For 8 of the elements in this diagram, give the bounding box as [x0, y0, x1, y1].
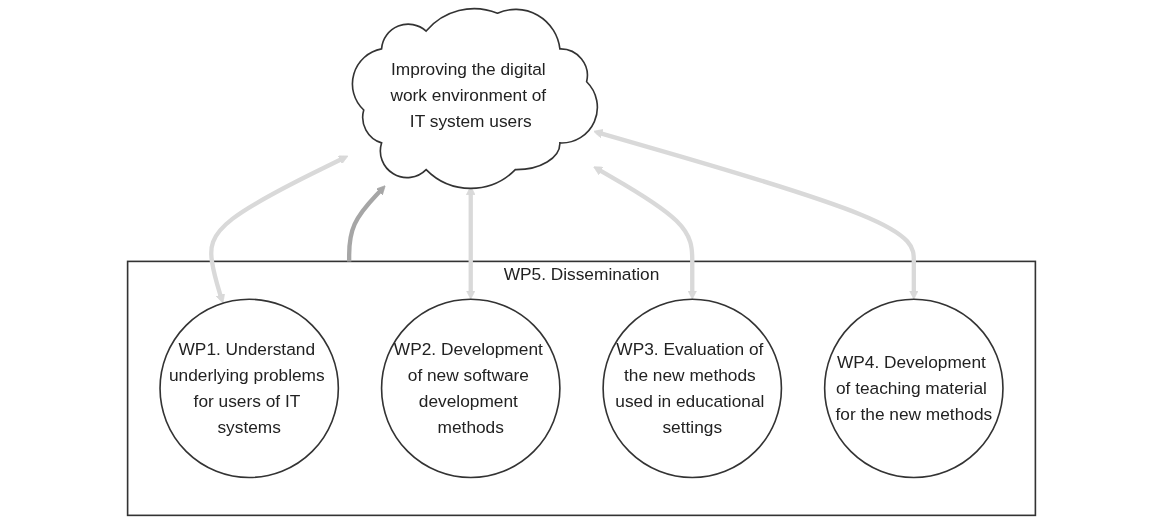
arrow — [347, 185, 386, 262]
arrow — [593, 166, 698, 300]
node-circle: WP1. Understand underlying problems for users of IT systems — [159, 298, 340, 479]
node-circle: WP4. Development of teaching material for the new methods — [823, 298, 1004, 479]
node-circle: WP3. Evaluation of the new methods used in educational settings — [602, 298, 783, 479]
arrow — [593, 129, 919, 300]
node-circle: WP2. Development of new software development methods — [380, 298, 561, 479]
arrow — [209, 155, 349, 304]
